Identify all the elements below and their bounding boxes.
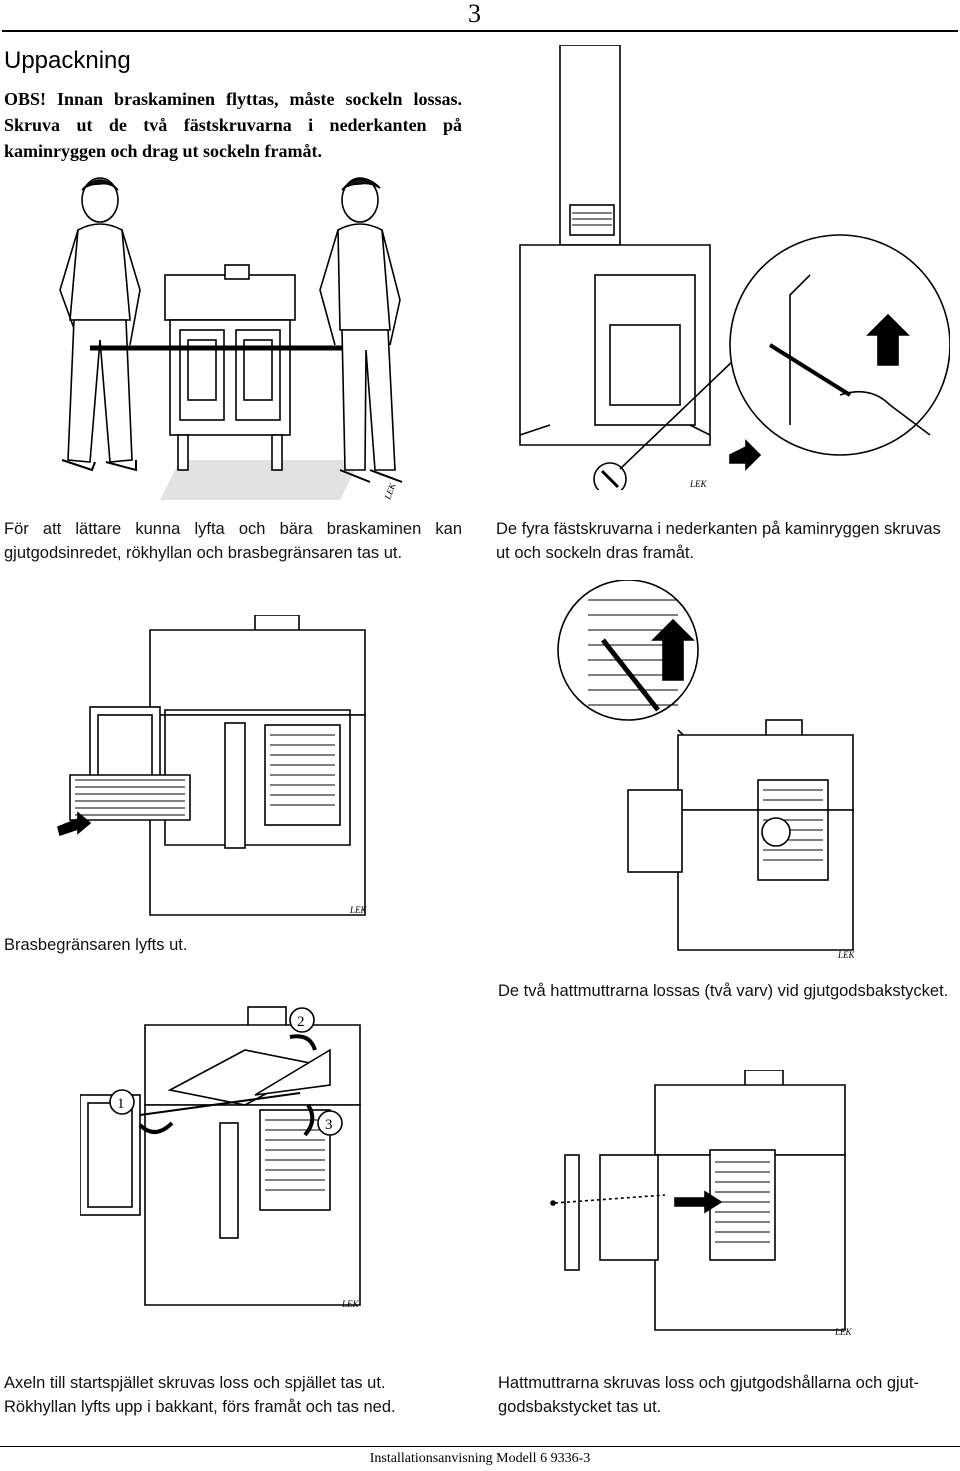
caption-damper: Axeln till startspjället skruvas loss oc… [4, 1371, 484, 1419]
svg-text:LEK: LEK [834, 1327, 853, 1337]
warning-text: OBS! Innan braskaminen flyttas, måste so… [4, 89, 462, 161]
page-number: 3 [468, 0, 481, 28]
illustration-unscrew-base: LEK [510, 45, 950, 490]
header-rule [2, 30, 958, 32]
footer-rule [0, 1446, 960, 1447]
caption-hat-nuts: De två hattmuttrarna lossas (två varv) v… [498, 982, 949, 1000]
svg-text:3: 3 [325, 1117, 333, 1133]
caption-damper-line-1: Axeln till startspjället skruvas loss oc… [4, 1374, 386, 1392]
svg-text:LEK: LEK [349, 905, 368, 915]
svg-text:2: 2 [297, 1014, 305, 1030]
caption-damper-line-2: Rökhyllan lyfts upp i bakkant, förs fram… [4, 1398, 396, 1416]
caption-back-piece-line-1: Hattmuttrarna skruvas loss och gjutgodsh… [498, 1374, 919, 1392]
svg-text:LEK: LEK [689, 479, 708, 489]
svg-text:LEK: LEK [341, 1299, 360, 1309]
caption-carrying: För att lättare kunna lyfta och bära bra… [4, 520, 462, 562]
footer-text: Installationsanvisning Modell 6 9336-3 [369, 1451, 591, 1466]
illustration-damper-removal: 1 2 3 LEK [80, 1005, 380, 1315]
illustration-fire-guard-removal: LEK [50, 615, 380, 920]
illustration-back-piece-removal: LEK [545, 1070, 855, 1340]
page-title: Uppackning [4, 47, 131, 74]
svg-text:LEK: LEK [837, 950, 856, 960]
illustration-hat-nuts: LEK [548, 580, 860, 965]
caption-back-piece-line-2: godsbakstycket tas ut. [498, 1398, 662, 1416]
svg-text:1: 1 [117, 1096, 125, 1112]
illustration-carrying-stove: LEK [40, 170, 420, 505]
svg-text:LEK: LEK [382, 481, 398, 502]
caption-fire-guard: Brasbegränsaren lyfts ut. [4, 936, 188, 954]
caption-back-piece: Hattmuttrarna skruvas loss och gjutgodsh… [498, 1371, 958, 1419]
caption-screws: De fyra fästskruvarna i nederkanten på k… [496, 520, 941, 562]
